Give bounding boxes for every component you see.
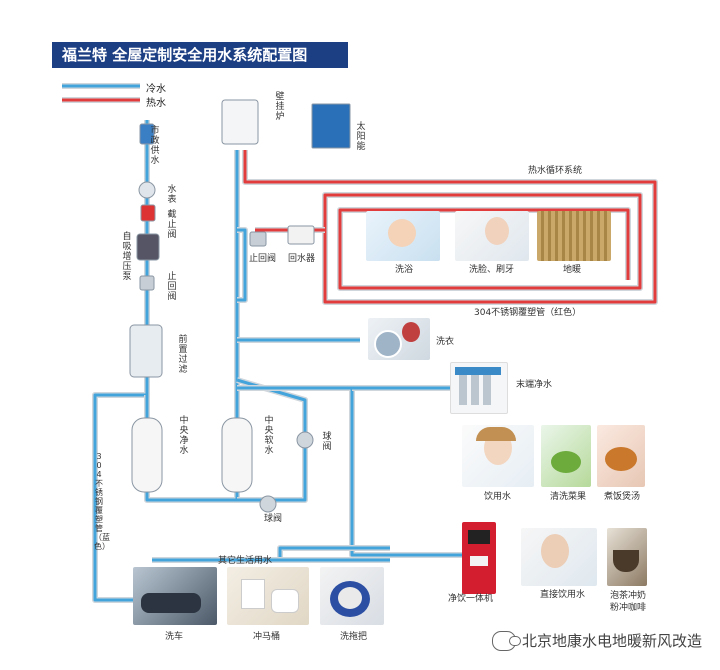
pipe-blue-label: 304不锈钢覆塑管（蓝色） (94, 452, 110, 551)
toilet-photo (227, 567, 309, 625)
cold-check-loop (237, 228, 247, 302)
check-mid-label: 止回阀 (249, 254, 277, 264)
meter-device (138, 181, 156, 199)
prefilter-label: 前置过滤 (178, 335, 188, 375)
pipe-red-label: 304不锈钢覆塑管（红色） (474, 308, 582, 318)
return-device (287, 225, 315, 245)
booster-device (136, 233, 160, 261)
shutoff-label: 截止阀 (167, 210, 177, 240)
prefilter-device (129, 324, 163, 378)
bath-photo (366, 211, 440, 261)
floor-heat-label: 地暖 (563, 265, 582, 275)
legend-hot-label: 热水 (146, 98, 166, 109)
wall-boiler-label: 壁挂炉 (275, 92, 285, 122)
other-water-label: 其它生活用水 (218, 556, 273, 566)
toilet-label: 冲马桶 (253, 632, 281, 642)
cook-soup-photo (597, 425, 645, 487)
tea-coffee-label: 泡茶冲奶粉冲咖啡 (610, 591, 647, 613)
ball-valve-bottom-device (259, 495, 277, 513)
laundry-photo (368, 318, 430, 360)
check-mid-device (249, 231, 267, 247)
municipal-device (139, 123, 155, 145)
drinking-photo (462, 425, 534, 487)
hot-loop-label: 热水循环系统 (528, 166, 583, 176)
cold-other-life (278, 546, 390, 560)
softener-tank (221, 417, 253, 493)
cold-drink-branch (237, 386, 470, 557)
check-top-device (139, 275, 155, 291)
ball-valve-right-device (296, 431, 314, 449)
booster-label: 自吸增压泵 (122, 232, 132, 282)
direct-drink-photo (521, 528, 597, 586)
end-purifier-photo (450, 362, 508, 414)
end-purifier-label: 末端净水 (516, 380, 553, 390)
mop-label: 洗拖把 (340, 632, 368, 642)
central-softener-label: 中央软水 (264, 416, 274, 456)
wash-veg-photo (541, 425, 591, 487)
car-wash-photo (133, 567, 217, 625)
central-purifier-label: 中央净水 (179, 416, 189, 456)
municipal-label: 市政供水 (150, 126, 160, 166)
drink-machine-label: 净饮一体机 (448, 594, 494, 604)
hot-loop (243, 150, 657, 304)
drink-machine-photo (462, 522, 496, 594)
direct-drink-label: 直接饮用水 (540, 590, 586, 600)
floor-heat-photo (537, 211, 611, 261)
car-wash-label: 洗车 (165, 632, 184, 642)
cook-soup-label: 煮饭煲汤 (604, 492, 641, 502)
bath-label: 洗浴 (395, 265, 414, 275)
ball-valve-right-label: 球阀 (322, 432, 332, 452)
wash-veg-label: 清洗菜果 (550, 492, 587, 502)
check-top-label: 止回阀 (167, 272, 177, 302)
solar-device (311, 103, 351, 149)
drinking-label: 饮用水 (484, 492, 512, 502)
wechat-icon (491, 630, 521, 651)
wall-boiler-device (221, 99, 259, 145)
tea-coffee-photo (607, 528, 647, 586)
solar-label: 太阳能 (356, 122, 366, 152)
return-device-label: 回水器 (288, 254, 316, 264)
mop-photo (320, 567, 384, 625)
watermark-text: 北京地康水电地暖新风改造 (521, 632, 702, 650)
legend-cold-label: 冷水 (146, 84, 166, 95)
ball-valve-bottom-label: 球阀 (264, 514, 283, 524)
face-wash-photo (455, 211, 529, 261)
purifier-tank (131, 417, 163, 493)
meter-label: 水表 (167, 185, 177, 205)
wash-brush-label: 洗脸、刷牙 (469, 265, 515, 275)
laundry-label: 洗衣 (436, 337, 455, 347)
watermark: 北京地康水电地暖新风改造 (491, 630, 702, 651)
diagram-title: 福兰特 全屋定制安全用水系统配置图 (52, 42, 348, 68)
shutoff-device (140, 204, 156, 222)
